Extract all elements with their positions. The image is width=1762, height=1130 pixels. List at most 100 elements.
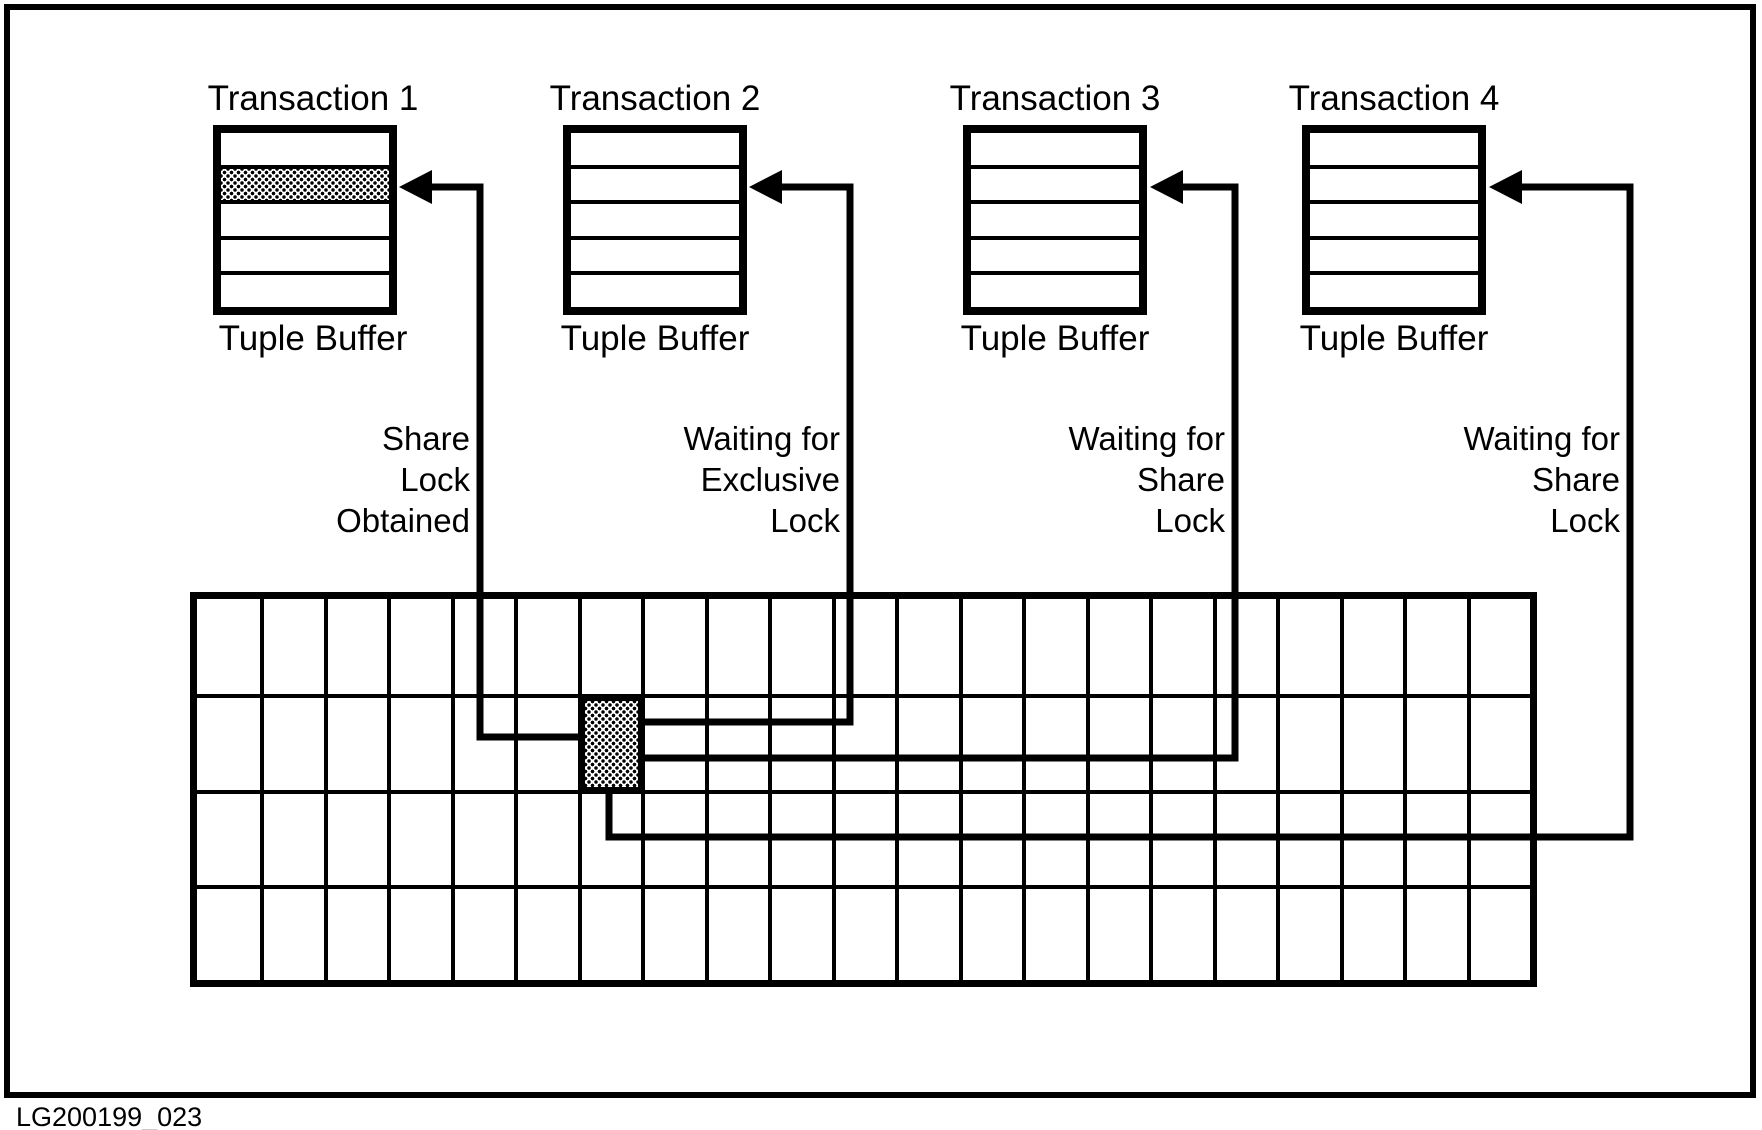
tuple-cell <box>895 599 958 695</box>
tuple-cell <box>387 789 451 885</box>
tuple-cell <box>1085 884 1150 980</box>
tuple-cell <box>1276 789 1340 885</box>
tuple-cell <box>641 789 705 885</box>
tuple-cell <box>1085 694 1150 790</box>
tuple-cell <box>260 884 324 980</box>
transaction-1-buffer-label: Tuple Buffer <box>218 319 408 358</box>
tuple-cell <box>1403 789 1467 885</box>
lock-status-line: Lock <box>400 461 470 498</box>
tuple-cell <box>704 694 769 790</box>
transaction-3-tuple-buffer-box <box>963 125 1147 315</box>
tuple-cell <box>1085 789 1150 885</box>
lock-status-line: Exclusive <box>700 461 840 498</box>
tuple-cell <box>895 694 959 790</box>
tuple-cell <box>323 884 388 980</box>
lock-status-line: Lock <box>770 502 840 539</box>
buffer-row <box>571 271 739 307</box>
tuple-cell <box>1466 789 1530 885</box>
tuple-cell <box>831 694 896 790</box>
lock-status-line: Waiting for <box>683 420 841 457</box>
buffer-row <box>1310 164 1478 201</box>
transaction-2-tuple-buffer-box <box>563 125 747 315</box>
tuple-cell <box>197 884 261 980</box>
buffer-row <box>1310 271 1478 307</box>
buffer-row <box>571 235 739 272</box>
tuple-cell <box>958 694 1023 790</box>
buffer-row <box>571 200 739 236</box>
tuple-cell <box>1149 599 1212 695</box>
buffer-row <box>221 235 389 272</box>
lock-status-line: Obtained <box>336 502 470 539</box>
transaction-1-lock-status: Share Lock Obtained <box>336 418 470 541</box>
tuple-cell <box>197 789 261 885</box>
transaction-1-tuple-buffer-box <box>213 125 397 315</box>
tuple-cell <box>958 599 1022 695</box>
transaction-1-title: Transaction 1 <box>207 79 419 118</box>
buffer-row <box>1310 235 1478 272</box>
tuple-cell <box>577 884 642 980</box>
tuple-cell <box>197 694 261 789</box>
buffer-row <box>571 164 739 201</box>
transaction-4-title: Transaction 4 <box>1288 79 1500 118</box>
tuple-cell <box>958 789 1023 885</box>
tuple-cell <box>641 599 704 695</box>
tuple-cell <box>260 789 324 885</box>
tuple-page-grid <box>190 592 1537 987</box>
tuple-cell <box>514 789 578 885</box>
tuple-cell <box>641 884 705 980</box>
transaction-2-buffer-label: Tuple Buffer <box>560 319 750 358</box>
tuple-cell <box>260 694 324 790</box>
tuple-cell <box>1339 884 1404 980</box>
tuple-cell <box>831 789 896 885</box>
transaction-2-lock-status: Waiting for Exclusive Lock <box>684 418 841 541</box>
buffer-row <box>571 133 739 165</box>
tuple-cell <box>831 599 895 695</box>
buffer-row <box>221 133 389 165</box>
tuple-cell <box>1403 694 1467 790</box>
tuple-cell <box>1022 884 1086 980</box>
lock-status-line: Share <box>1531 461 1620 498</box>
tuple-cell <box>514 599 577 695</box>
tuple-cell <box>831 884 896 980</box>
tuple-cell <box>1212 599 1276 695</box>
tuple-cell <box>768 694 832 790</box>
buffer-row <box>1310 133 1478 165</box>
tuple-cell <box>514 694 578 790</box>
tuple-cell <box>1403 599 1466 695</box>
figure-border <box>4 4 1756 1098</box>
locked-buffer-row <box>221 164 389 201</box>
buffer-row <box>971 200 1139 236</box>
lock-status-line: Lock <box>1155 502 1225 539</box>
tuple-cell <box>1085 599 1149 695</box>
tuple-cell <box>387 694 451 790</box>
tuple-cell <box>1022 789 1086 885</box>
tuple-cell <box>768 599 831 695</box>
tuple-cell <box>323 599 387 695</box>
lock-status-line: Waiting for <box>1463 420 1621 457</box>
tuple-cell <box>958 884 1023 980</box>
tuple-cell <box>387 599 450 695</box>
tuple-cell <box>323 789 388 885</box>
tuple-cell <box>260 599 323 695</box>
tuple-cell <box>450 789 515 885</box>
buffer-row <box>971 271 1139 307</box>
buffer-row <box>221 200 389 236</box>
lock-status-line: Share <box>381 420 470 457</box>
tuple-cell <box>1022 599 1085 695</box>
transaction-4-buffer-label: Tuple Buffer <box>1299 319 1489 358</box>
tuple-cell <box>1466 599 1530 695</box>
tuple-cell <box>1212 884 1277 980</box>
buffer-row <box>971 133 1139 165</box>
tuple-cell <box>1149 884 1213 980</box>
tuple-cell <box>1022 694 1086 790</box>
tuple-cell <box>577 599 641 695</box>
tuple-cell <box>1276 694 1340 790</box>
locked-tuple-cell <box>577 694 642 790</box>
tuple-cell <box>704 884 769 980</box>
tuple-cell <box>704 599 768 695</box>
buffer-row <box>221 271 389 307</box>
tuple-cell <box>1466 694 1530 790</box>
tuple-cell <box>768 884 832 980</box>
tuple-cell <box>1276 599 1339 695</box>
